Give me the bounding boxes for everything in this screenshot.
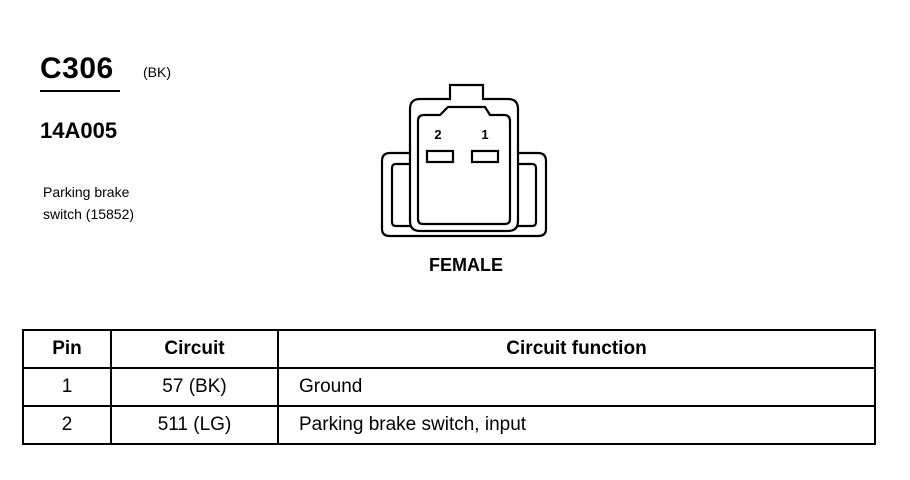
part-number: 14A005 [40,118,118,143]
header-pin: Pin [22,329,112,369]
component-description-line1: Parking brake [43,184,130,200]
table-row: 2 511 (LG) Parking brake switch, input [22,405,876,445]
pin-label-2: 2 [434,127,441,142]
connector-face-diagram: 2 1 [380,83,548,238]
connector-id: C306 [40,52,114,85]
connector-body-inner [416,105,512,226]
pin-table-header-row: Pin Circuit Circuit function [22,329,876,369]
cell-circuit-function: Ground [277,367,876,407]
cell-pin: 2 [22,405,112,445]
connector-outer-shroud [380,151,548,238]
table-row: 1 57 (BK) Ground [22,367,876,407]
pin-label-1: 1 [481,127,488,142]
header-circuit-function: Circuit function [277,329,876,369]
connector-view-label: FEMALE [429,255,503,275]
cell-pin: 1 [22,367,112,407]
pin-table: Pin Circuit Circuit function 1 57 (BK) G… [22,329,876,445]
connector-body [408,83,520,233]
cell-circuit: 57 (BK) [110,367,279,407]
pin-cavity-2 [425,149,455,164]
cell-circuit: 511 (LG) [110,405,279,445]
connector-inner-shroud [390,162,538,228]
component-description: Parking brake switch (15852) [43,181,203,225]
connector-color-code: (BK) [143,64,171,80]
pin-cavity-1 [470,149,500,164]
connector-id-underline [40,90,120,92]
header-circuit: Circuit [110,329,279,369]
cell-circuit-function: Parking brake switch, input [277,405,876,445]
component-description-line2: switch (15852) [43,206,135,222]
